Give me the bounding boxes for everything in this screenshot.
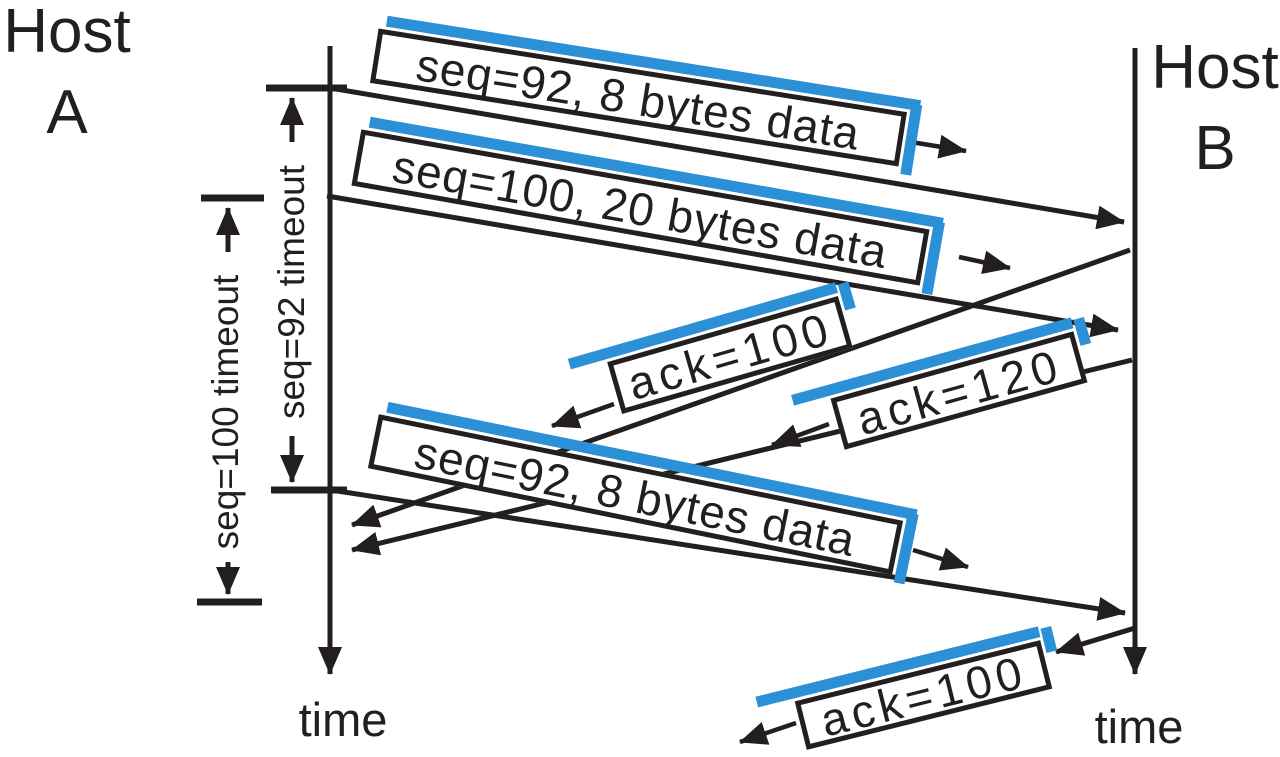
line-seq92-retransmit (330, 487, 1126, 621)
host-b-name: Host (1151, 33, 1279, 102)
time-label-host-b: time (1094, 700, 1184, 753)
direction-arrow-ack100-first (551, 401, 615, 429)
host-a-letter: A (46, 77, 88, 147)
timeout-label-seq92: seq=92 timeout (271, 164, 312, 420)
direction-arrow-seq100 (958, 250, 1011, 275)
line-seq92-first (329, 85, 1125, 230)
host-a-label: Host A (0, 0, 134, 153)
timeout-label-seq100: seq=100 timeout (205, 274, 246, 550)
direction-arrow-ack120 (771, 421, 830, 448)
direction-arrow-seq92-first (910, 134, 967, 159)
host-b-label: Host B (1148, 28, 1280, 189)
direction-arrow-seq92-retransmit (912, 547, 969, 571)
line-seq100 (326, 193, 1119, 338)
host-b-letter: B (1194, 113, 1236, 183)
host-a-name: Host (3, 0, 131, 66)
line-ack100-second (1055, 625, 1136, 656)
time-label-host-a: time (298, 693, 388, 746)
direction-arrow-ack100-second (739, 720, 797, 745)
